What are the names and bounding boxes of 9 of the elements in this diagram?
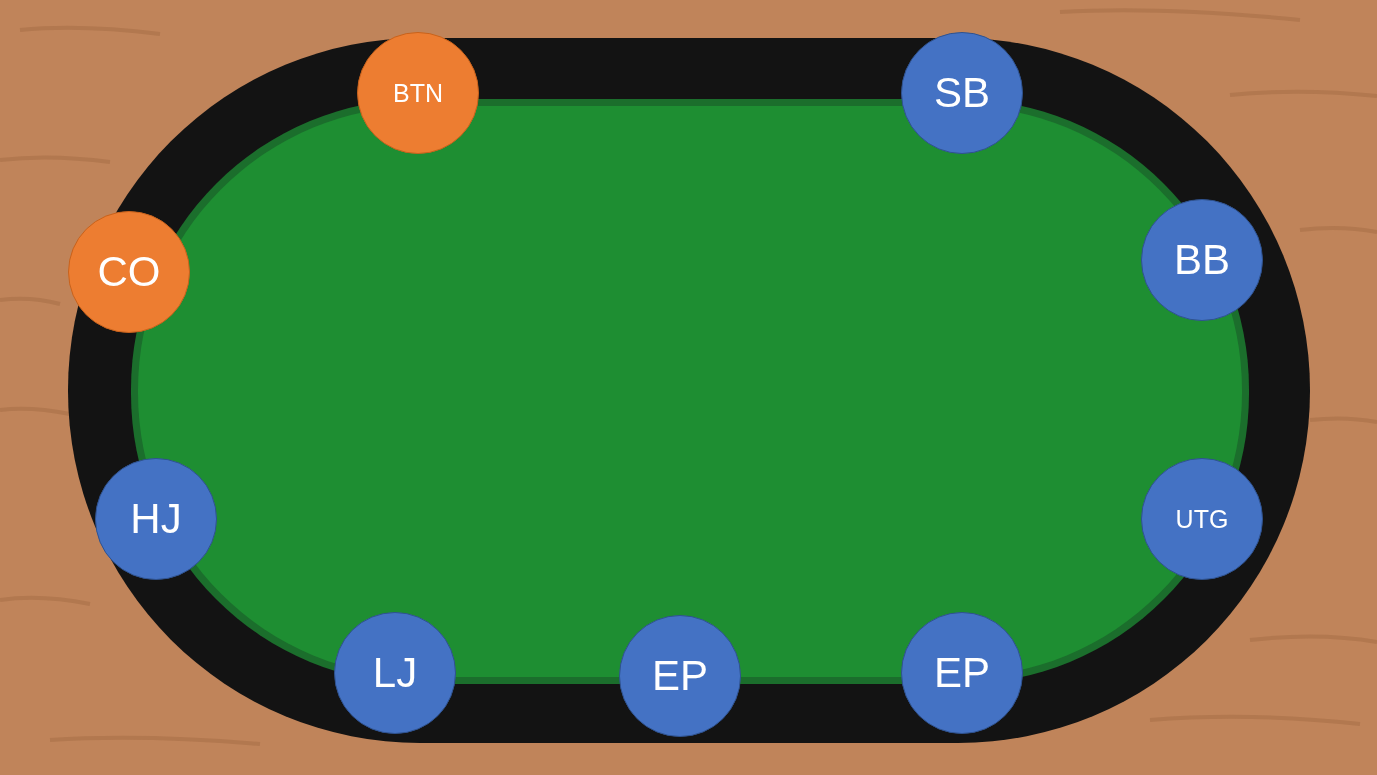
position-label: EP <box>652 655 708 697</box>
position-label: BB <box>1174 239 1230 281</box>
position-label: EP <box>934 652 990 694</box>
position-label: UTG <box>1175 506 1229 532</box>
position-label: HJ <box>130 498 182 540</box>
position-label: CO <box>97 251 161 293</box>
position-label: BTN <box>393 80 443 106</box>
position-label: LJ <box>372 652 418 694</box>
position-label: SB <box>934 72 990 114</box>
